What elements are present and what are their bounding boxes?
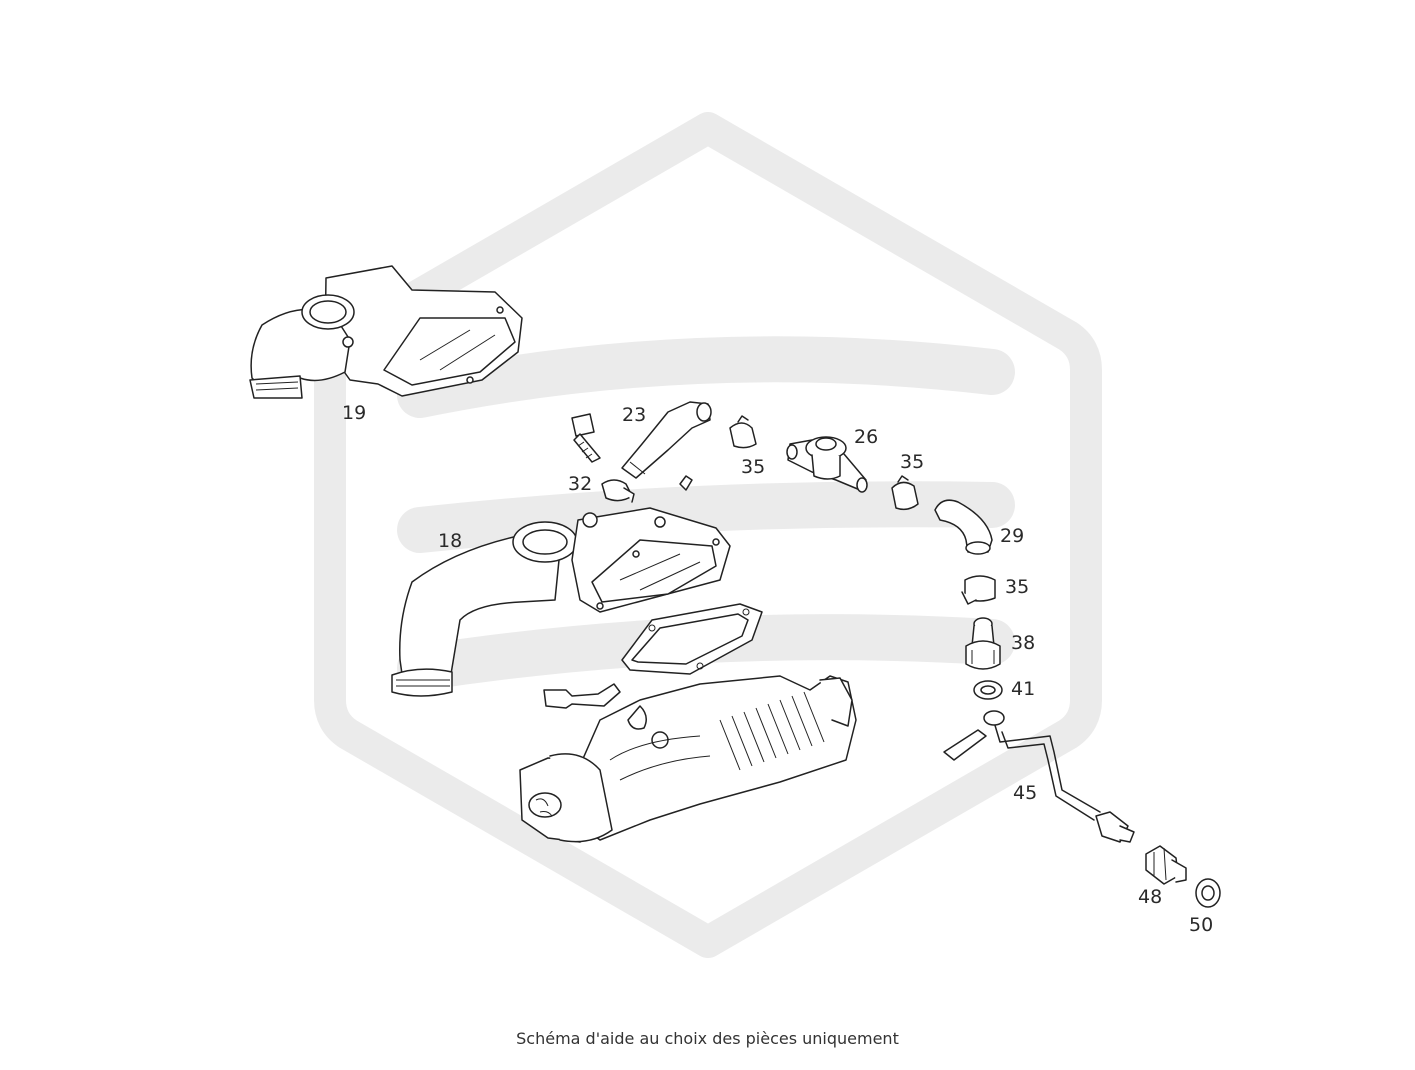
label-35-lower: 35 (1005, 576, 1029, 598)
label-38: 38 (1011, 632, 1035, 654)
label-32: 32 (568, 473, 592, 495)
part-32-clamp[interactable] (601, 479, 635, 503)
part-48-union[interactable] (1145, 845, 1187, 885)
part-supercharger[interactable] (519, 675, 857, 843)
part-26-valve[interactable] (786, 436, 868, 493)
part-35-clamp-right[interactable] (891, 475, 919, 511)
label-48: 48 (1138, 886, 1162, 908)
part-small-sleeve[interactable] (679, 475, 693, 491)
label-23: 23 (622, 404, 646, 426)
part-18-intake-assembly[interactable] (391, 507, 731, 697)
part-gasket[interactable] (621, 603, 763, 675)
label-45: 45 (1013, 782, 1037, 804)
part-50-washer[interactable] (1195, 878, 1221, 908)
label-50: 50 (1189, 914, 1213, 936)
part-23-hose[interactable] (621, 401, 712, 479)
label-29: 29 (1000, 525, 1024, 547)
label-35-right: 35 (900, 451, 924, 473)
caption: Schéma d'aide au choix des pièces unique… (516, 1029, 899, 1048)
label-35-upper: 35 (741, 456, 765, 478)
label-18: 18 (438, 530, 462, 552)
part-35-clamp-lower[interactable] (961, 575, 996, 605)
part-45-pipe[interactable] (943, 710, 1135, 843)
part-38-fitting[interactable] (965, 617, 1001, 670)
part-35-clamp-upper[interactable] (729, 415, 757, 449)
part-29-elbow-hose[interactable] (934, 499, 993, 555)
part-19-air-intake-housing[interactable] (249, 265, 523, 399)
part-bolt[interactable] (571, 413, 601, 463)
label-41: 41 (1011, 678, 1035, 700)
label-19: 19 (342, 402, 366, 424)
part-41-ring[interactable] (973, 680, 1003, 700)
label-26: 26 (854, 426, 878, 448)
